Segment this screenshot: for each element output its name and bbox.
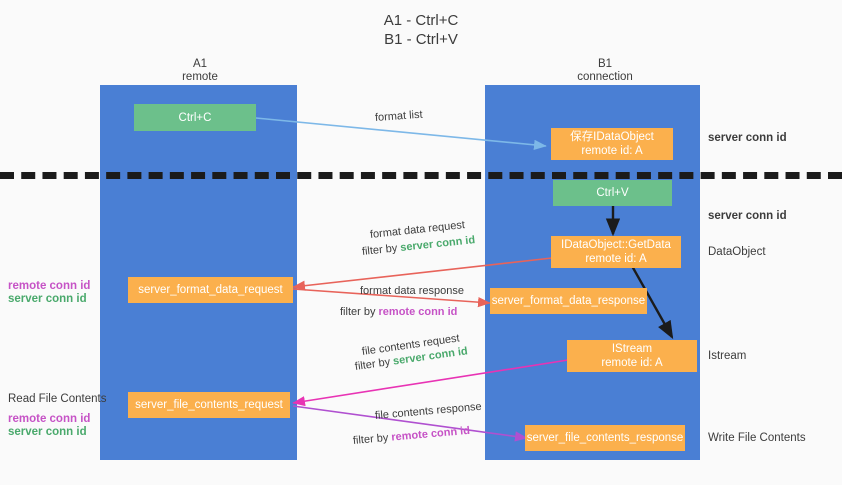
node-ctrl-c-label: Ctrl+C xyxy=(178,111,212,124)
node-istream-line2: remote id: A xyxy=(601,357,663,369)
node-save-idataobject-line2: remote id: A xyxy=(581,145,643,157)
node-istream-line1: IStream xyxy=(611,343,653,355)
node-server-format-data-response[interactable]: server_format_data_response xyxy=(490,288,647,314)
annotation-read-file-contents: Read File Contents xyxy=(8,393,107,405)
node-server-file-contents-request[interactable]: server_file_contents_request xyxy=(128,392,290,418)
node-save-idataobject[interactable]: 保存IDataObject remote id: A xyxy=(551,128,673,160)
node-istream[interactable]: IStream remote id: A xyxy=(567,340,697,372)
node-server-format-data-request[interactable]: server_format_data_request xyxy=(128,277,293,303)
filter-key-remote-conn-id-1: remote conn id xyxy=(378,306,458,318)
node-server-file-contents-response[interactable]: server_file_contents_response xyxy=(525,425,685,451)
node-save-idataobject-line1: 保存IDataObject xyxy=(570,131,654,143)
lane-a1-name: A1 xyxy=(192,58,208,70)
arrow-file-contents-response xyxy=(292,405,528,442)
node-server-format-data-request-label: server_format_data_request xyxy=(138,284,283,296)
node-ctrl-c[interactable]: Ctrl+C xyxy=(134,104,256,131)
lane-header-b1: B1 connection xyxy=(545,58,665,84)
node-server-format-data-response-label: server_format_data_response xyxy=(491,295,646,307)
edge-label-format-data-response-filter: filter by remote conn id xyxy=(340,305,457,319)
arrow-format-list xyxy=(255,117,547,150)
lane-a1-role: remote xyxy=(182,71,218,83)
node-getdata-line2: remote id: A xyxy=(585,253,647,265)
phase-divider xyxy=(0,172,842,179)
annotation-left-remote-conn-id-2: remote conn id xyxy=(8,413,91,425)
lane-header-a1: A1 remote xyxy=(140,58,260,84)
lane-b1-role: connection xyxy=(577,71,633,83)
annotation-left-remote-conn-id-1: remote conn id xyxy=(8,280,91,292)
node-ctrl-v-label: Ctrl+V xyxy=(596,187,629,199)
page-title-line1: A1 - Ctrl+C xyxy=(383,12,459,29)
node-getdata[interactable]: IDataObject::GetData remote id: A xyxy=(551,236,681,268)
arrow-file-contents-request xyxy=(292,359,569,407)
annotation-istream: Istream xyxy=(708,350,747,362)
arrow-format-data-request xyxy=(292,257,553,291)
node-ctrl-v[interactable]: Ctrl+V xyxy=(553,180,672,206)
filter-prefix-4: filter by xyxy=(352,431,392,447)
filter-prefix-1: filter by xyxy=(361,242,401,258)
arrow-format-data-response xyxy=(292,288,491,308)
arrow-getdata-to-istream xyxy=(630,265,674,340)
annotation-server-conn-id-2: server conn id xyxy=(708,210,787,222)
annotation-left-server-conn-id-2: server conn id xyxy=(8,426,87,438)
annotation-write-file-contents: Write File Contents xyxy=(708,432,806,444)
annotation-server-conn-id-1: server conn id xyxy=(708,132,787,144)
edge-label-format-data-response: format data response xyxy=(360,285,464,297)
lane-b1-name: B1 xyxy=(597,58,613,70)
filter-prefix-2: filter by xyxy=(340,306,379,318)
node-server-file-contents-request-label: server_file_contents_request xyxy=(135,399,283,411)
annotation-dataobject: DataObject xyxy=(708,246,766,258)
page-title-line2: B1 - Ctrl+V xyxy=(384,31,458,48)
node-getdata-line1: IDataObject::GetData xyxy=(561,239,671,251)
annotation-left-server-conn-id-1: server conn id xyxy=(8,293,87,305)
node-server-file-contents-response-label: server_file_contents_response xyxy=(526,432,684,444)
